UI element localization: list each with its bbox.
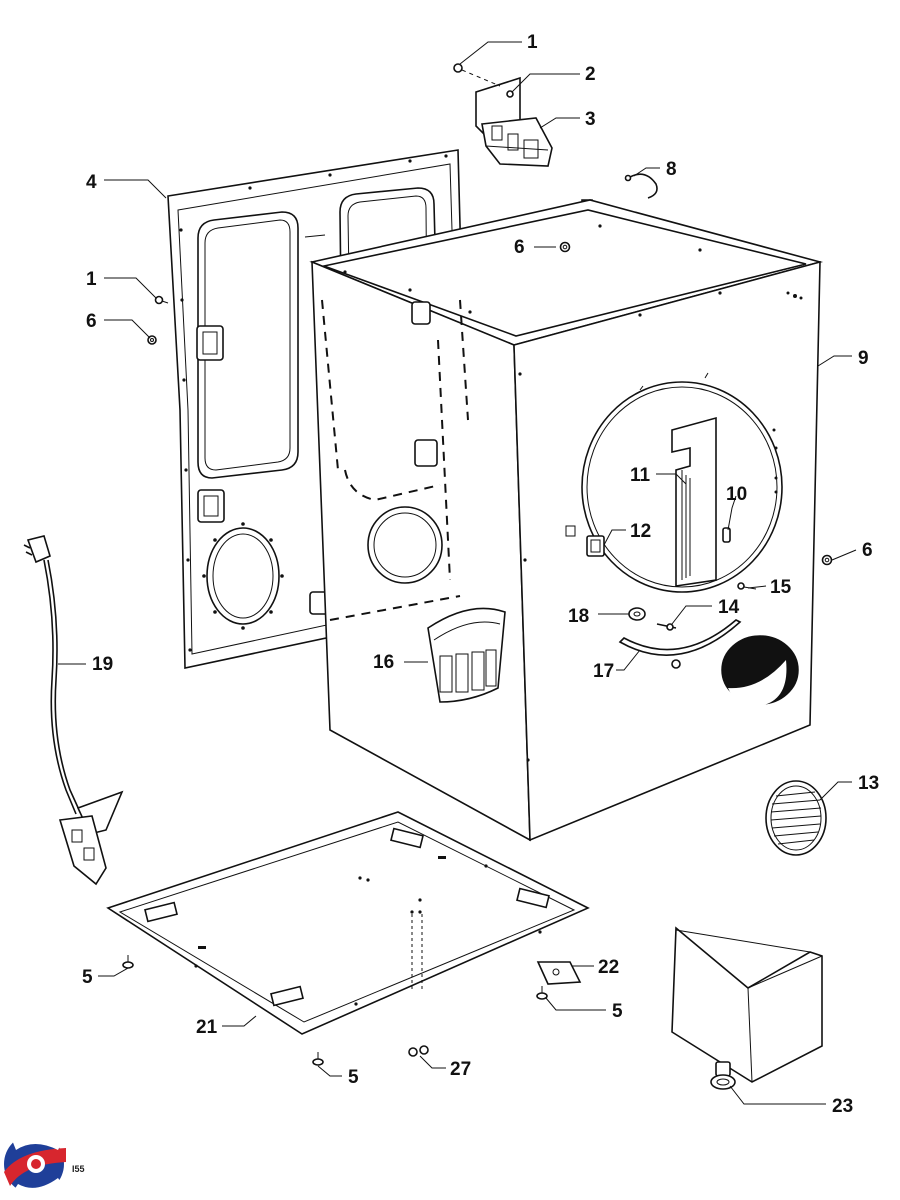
foot-screw-5a [122, 955, 134, 969]
callout-23: 23 [832, 1096, 853, 1117]
callout-13: 13 [858, 773, 879, 794]
cabinet [309, 199, 824, 842]
callout-5-right: 5 [612, 1001, 623, 1022]
kick-panel-part [671, 926, 823, 1083]
callout-18: 18 [568, 606, 589, 627]
callout-5-bottom: 5 [348, 1067, 359, 1088]
callout-27: 27 [450, 1059, 471, 1080]
foot-screw-5b [536, 986, 548, 1000]
callout-1-top: 1 [527, 32, 538, 53]
foot-screw-5c [312, 1052, 324, 1066]
callout-3: 3 [585, 109, 596, 130]
door-strip-part [671, 416, 717, 587]
tab-part [722, 527, 731, 543]
callout-21: 21 [196, 1017, 218, 1038]
washer-part [628, 607, 646, 621]
screw-part [737, 582, 757, 590]
callout-14: 14 [718, 597, 740, 618]
base-plate-part [106, 811, 590, 1035]
callout-labels: 1 2 3 4 1 6 6 8 9 11 10 12 6 15 18 14 16… [82, 32, 879, 1117]
screw-1-left [154, 295, 169, 305]
callout-5-left: 5 [82, 967, 93, 988]
callout-6-right: 6 [862, 540, 873, 561]
leveling-leg-part [710, 1061, 736, 1090]
callout-12: 12 [630, 521, 651, 542]
vent-grille-part [765, 780, 827, 856]
page-code: I55 [72, 1164, 85, 1174]
bracket-part-22 [536, 961, 582, 985]
callout-11: 11 [630, 465, 651, 486]
screw-6-top [559, 241, 571, 253]
brand-logo [4, 1133, 66, 1196]
callout-6-left: 6 [86, 311, 97, 332]
callout-22: 22 [598, 957, 619, 978]
callout-1-left: 1 [86, 269, 97, 290]
callout-17: 17 [593, 661, 614, 682]
lint-housing-part [427, 607, 506, 703]
callout-2: 2 [585, 64, 596, 85]
callout-4: 4 [86, 172, 97, 193]
switch-part [586, 535, 605, 557]
wire-part [627, 173, 658, 199]
callout-8: 8 [666, 159, 677, 180]
callout-10: 10 [726, 484, 747, 505]
power-cord-part [23, 535, 124, 886]
screws-27 [408, 1045, 429, 1057]
terminal-bracket-part [453, 63, 553, 167]
leader-lines [58, 41, 857, 1105]
callout-15: 15 [770, 577, 792, 598]
screw-6-right [821, 554, 833, 566]
arc-bracket-part [618, 619, 742, 669]
callout-16: 16 [373, 652, 394, 673]
callout-6-top: 6 [514, 237, 525, 258]
callout-19: 19 [92, 654, 113, 675]
callout-9: 9 [858, 348, 869, 369]
rod-part [656, 623, 677, 631]
